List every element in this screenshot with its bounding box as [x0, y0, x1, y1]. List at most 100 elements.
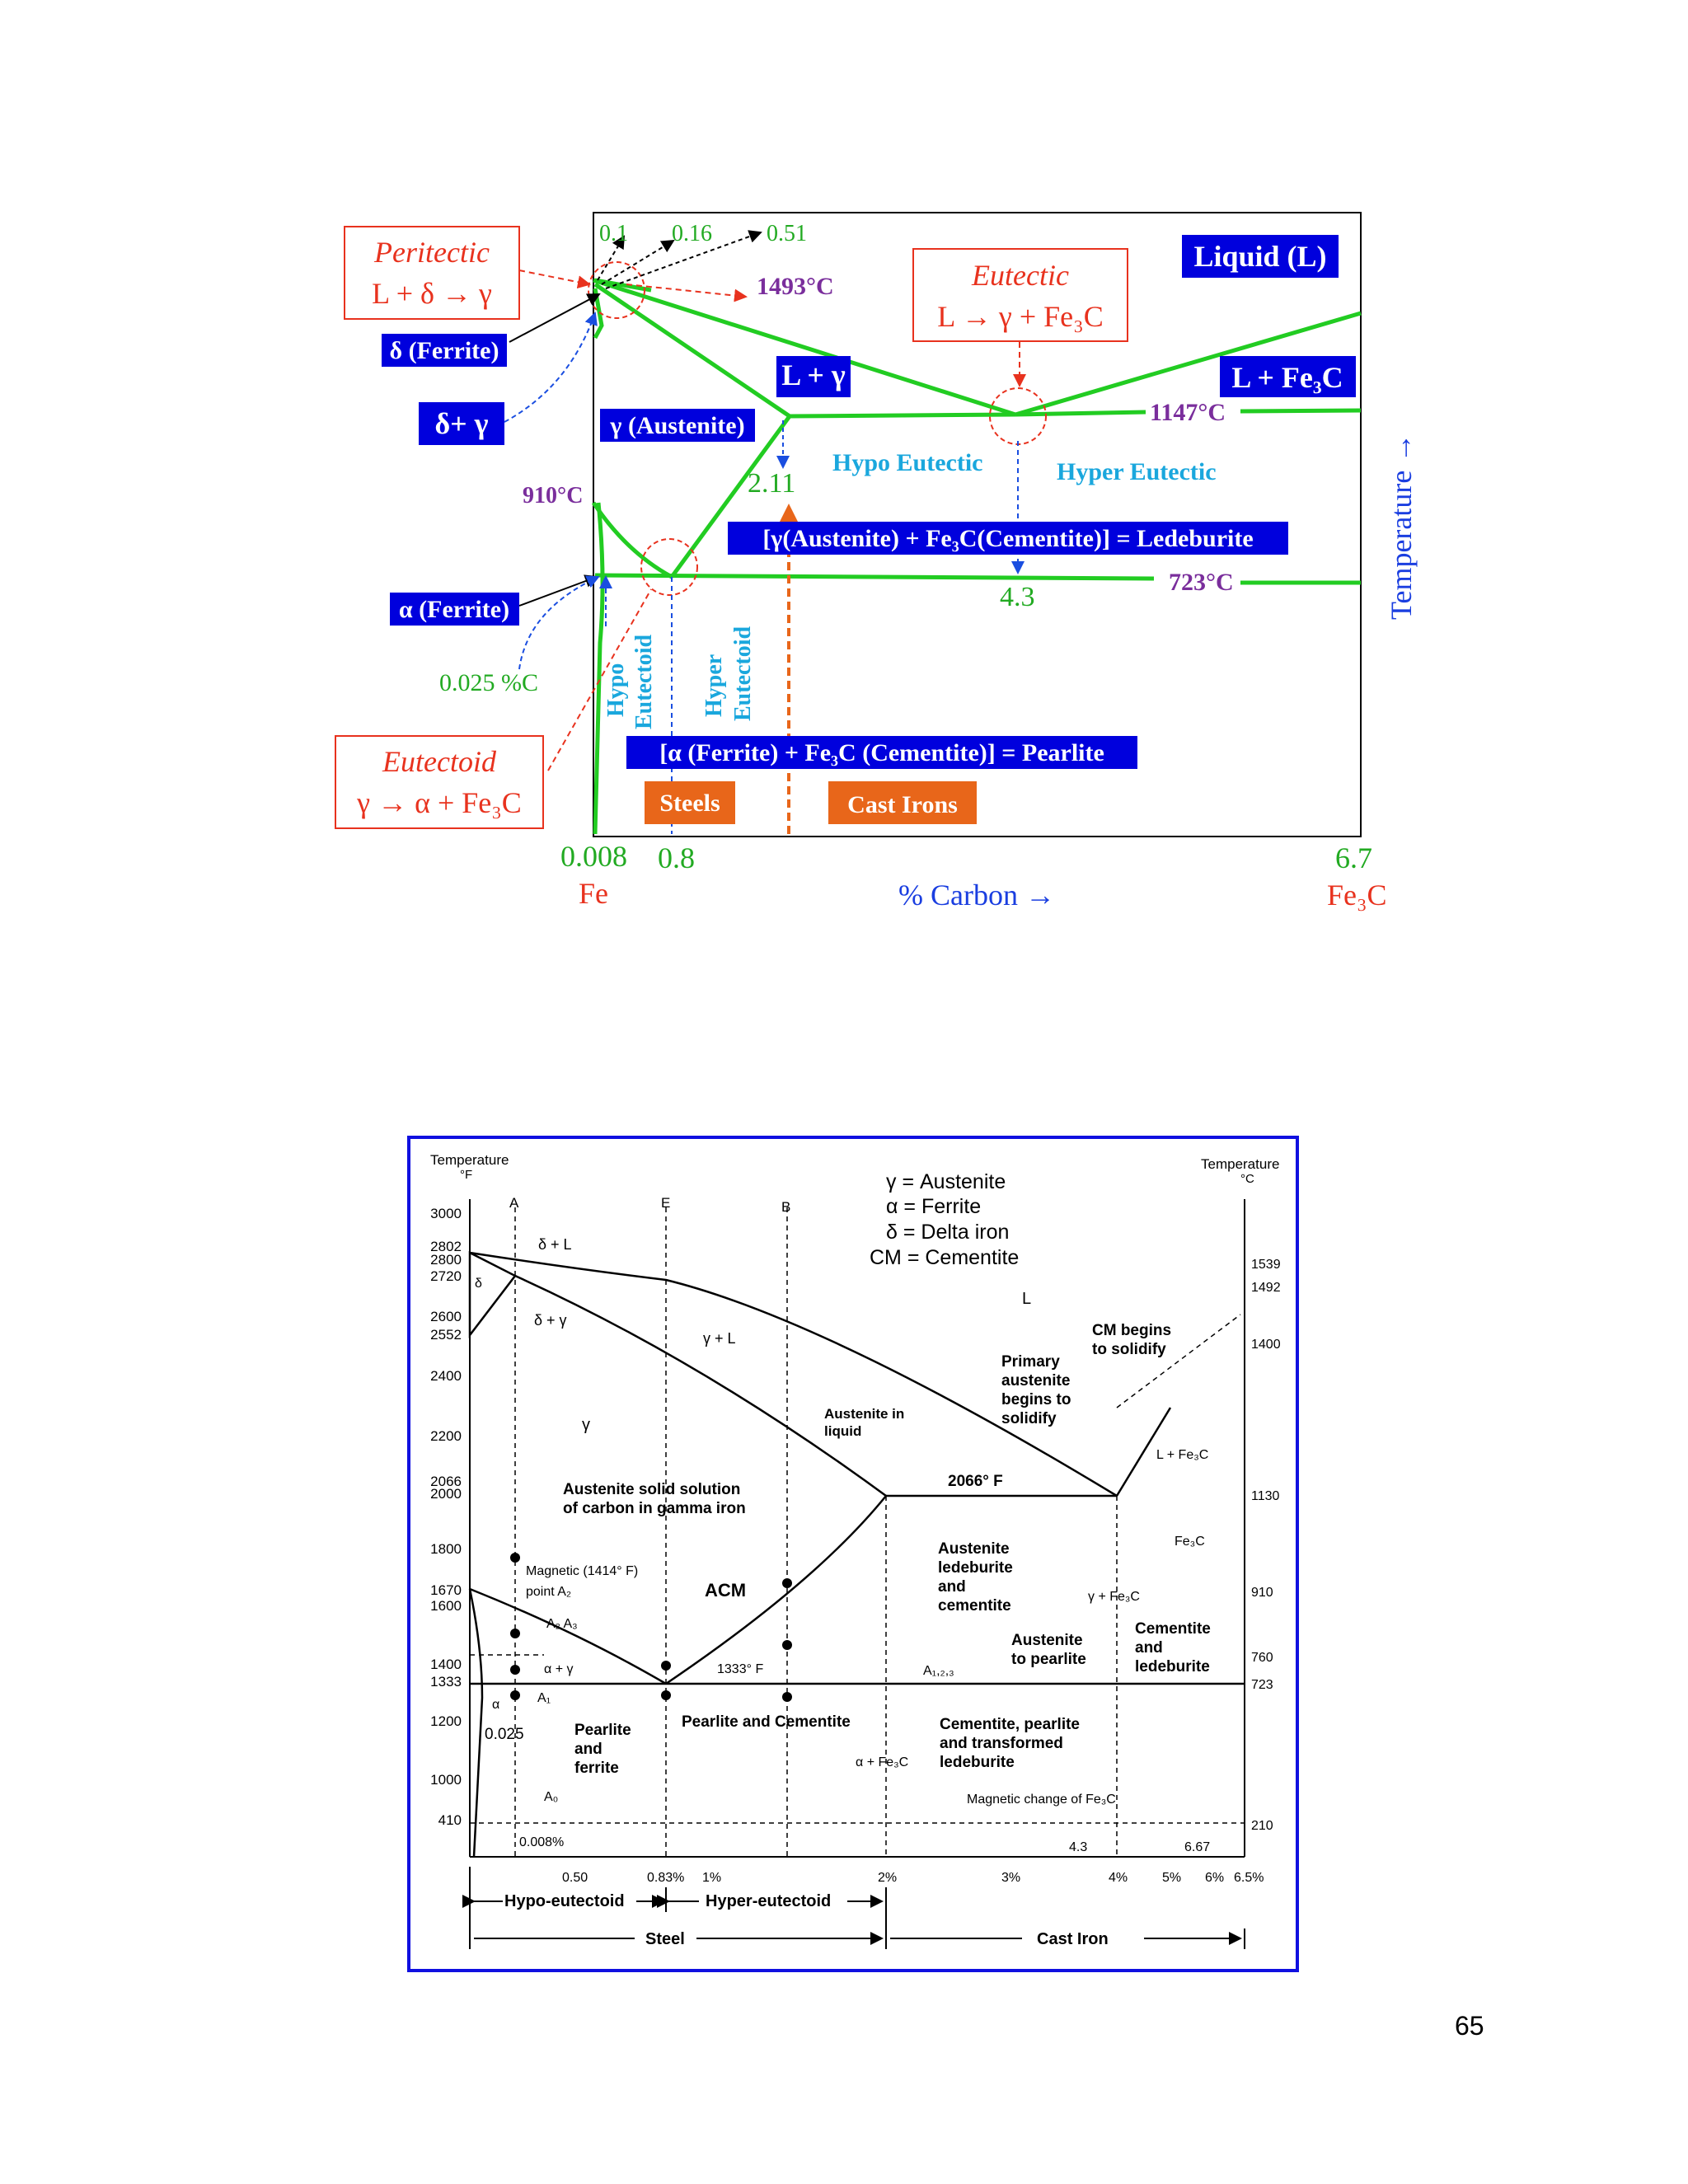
annotation-arrows: [504, 230, 1026, 834]
bottom-x-ticks: 0.50 0.83% 1% 2% 3% 4% 5% 6% 6.5%: [562, 1871, 1264, 1885]
f-tick: 2000: [430, 1486, 462, 1502]
temp-c-label: Temperature: [1201, 1156, 1279, 1172]
hyper-eutectoid-range: Hyper-eutectoid: [706, 1892, 831, 1910]
cem-pearlite-2: and transformed: [940, 1735, 1063, 1752]
eutectoid-eq: γ → α + Fe₃C: [356, 786, 522, 819]
x-axis-label: % Carbon →: [898, 879, 1055, 912]
gamma-fe3c: γ + Fe₃C: [1088, 1590, 1140, 1604]
peritectic-title: Peritectic: [373, 236, 490, 269]
magnetic-2: point A₂: [526, 1585, 571, 1599]
val-43: 4.3: [1000, 582, 1035, 612]
aust-led-4: cementite: [938, 1597, 1011, 1615]
label-hyper: Hyper: [701, 654, 727, 717]
eutectoid-pointer: [547, 588, 652, 771]
eutectoid-box: Eutectoid γ → α + Fe₃C: [335, 735, 544, 829]
x-tick: 6.5%: [1234, 1871, 1264, 1885]
tick016-arrow: [601, 239, 675, 285]
t-1333: 1333° F: [717, 1662, 763, 1676]
x-tick: 0.50: [562, 1871, 588, 1885]
alpha-fe3c: α + Fe₃C: [856, 1755, 908, 1769]
c0025-pointer: [518, 575, 600, 670]
f-tick: 1600: [430, 1598, 462, 1614]
legend: γ = Austenite α = Ferrite δ = Delta iron…: [870, 1170, 1019, 1269]
eutectic-eq: L → γ + Fe₃C: [937, 300, 1103, 333]
austenite-solidus: [593, 282, 791, 419]
c-tick: 210: [1251, 1819, 1273, 1833]
f-tick: 3000: [430, 1206, 462, 1221]
f-tick: 2800: [430, 1252, 462, 1268]
a0: A₀: [544, 1790, 558, 1804]
aust-led-2: ledeburite: [938, 1559, 1013, 1577]
c-tick: 1400: [1251, 1338, 1281, 1352]
tick01-arrow: [597, 235, 626, 281]
mag-change: Magnetic change of Fe₃C: [967, 1793, 1116, 1807]
temp-1493: 1493°C: [757, 273, 834, 300]
label-cast-irons: Cast Irons: [847, 791, 958, 818]
label-hyper-eutectic: Hyper Eutectic: [1057, 458, 1217, 485]
aust-led-1: Austenite: [938, 1540, 1010, 1558]
f-tick: 2066: [430, 1474, 462, 1489]
v0025: 0.025: [485, 1726, 524, 1743]
bottom-frame: [407, 1136, 1299, 1972]
legend-item: δ = Delta iron: [886, 1221, 1009, 1244]
primary-aust-1: Primary: [1001, 1353, 1060, 1371]
temp-910: 910°C: [523, 483, 583, 509]
eutectic-line-right2: [1240, 408, 1362, 414]
pearlite-ferrite-3: ferrite: [574, 1760, 619, 1777]
f-tick: 2200: [430, 1428, 462, 1444]
col-e: E: [661, 1195, 670, 1211]
peritectic-circle: [588, 261, 645, 319]
ferrite-solvus: [593, 502, 605, 835]
pearlite-ferrite-2: and: [574, 1741, 603, 1758]
c-tick: 760: [1251, 1651, 1273, 1665]
delta-ferrite-pointer: [509, 293, 601, 343]
region-gamma-l: γ + L: [703, 1330, 736, 1347]
v0008: 0.008%: [519, 1835, 564, 1849]
x-tick: 5%: [1162, 1871, 1181, 1885]
x-0008: 0.008: [560, 840, 627, 873]
label-steels: Steels: [659, 790, 720, 817]
eutectic-line-right: [1015, 410, 1146, 417]
label-l-gamma: L + γ: [781, 359, 846, 391]
x-fe3c: Fe₃C: [1327, 879, 1387, 912]
val-0025: 0.025 %C: [439, 669, 538, 696]
a1: A₁: [537, 1691, 551, 1705]
label-delta-ferrite: δ (Ferrite): [390, 337, 499, 364]
fe3c: Fe₃C: [1175, 1535, 1205, 1549]
alpha: α: [492, 1698, 499, 1712]
aust-led-3: and: [938, 1578, 966, 1596]
val-211: 2.11: [748, 468, 795, 499]
label-liquid: Liquid (L): [1193, 240, 1326, 273]
x-08: 0.8: [658, 841, 695, 874]
a2-a3: A₂ A₃: [546, 1617, 578, 1631]
f-tick: 2400: [430, 1368, 462, 1384]
acm: ACM: [705, 1580, 746, 1601]
x-tick: 6%: [1205, 1871, 1224, 1885]
cem-pearlite-1: Cementite, pearlite: [940, 1716, 1080, 1733]
page-number: 65: [1455, 2011, 1484, 2041]
f-tick: 2802: [430, 1239, 462, 1254]
plot-frame: [593, 212, 1362, 837]
legend-item: CM = Cementite: [870, 1246, 1019, 1269]
eutectoid-circle: [640, 538, 698, 596]
temp-723: 723°C: [1169, 569, 1234, 596]
v43: 4.3: [1069, 1840, 1087, 1854]
aust-pearlite-2: to pearlite: [1011, 1651, 1086, 1668]
eutectoid-title: Eutectoid: [382, 745, 497, 778]
alpha-gamma: α + γ: [544, 1662, 573, 1676]
cm-begins-1: CM begins: [1092, 1322, 1171, 1339]
legend-item: γ = Austenite: [886, 1170, 1006, 1193]
temp-1147: 1147°C: [1150, 399, 1226, 426]
label-l-fe3c: L + Fe₃C: [1231, 361, 1343, 394]
fe-c-phase-diagram-colored: Peritectic L + δ → γ Eutectic L → γ + Fe…: [335, 212, 1418, 912]
f-tick: 1200: [430, 1713, 462, 1729]
pearlite-cementite: Pearlite and Cementite: [682, 1713, 851, 1731]
peritectic-eq: L + δ → γ: [372, 277, 492, 310]
label-austenite: γ (Austenite): [609, 412, 744, 439]
region-delta: δ: [475, 1277, 482, 1291]
eutectic-line-left: [789, 412, 1016, 419]
region-delta-l: δ + L: [538, 1236, 572, 1253]
x-tick: 2%: [878, 1871, 897, 1885]
cast-iron-range: Cast Iron: [1037, 1930, 1109, 1948]
